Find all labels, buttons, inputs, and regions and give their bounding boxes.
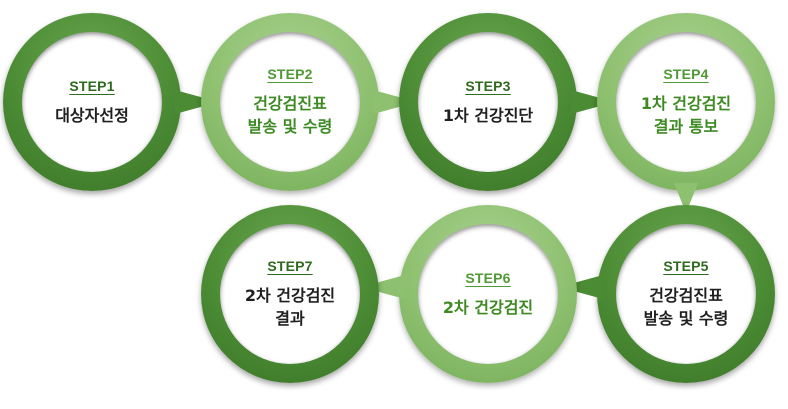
step-2-circle: STEP2 건강검진표 발송 및 수령 — [201, 13, 417, 191]
step-label: STEP3 — [465, 77, 511, 94]
step-text: 2차 건강검진 결과 — [244, 286, 336, 328]
step-4-circle: STEP4 1차 건강검진 결과 통보 — [597, 13, 775, 213]
step-label: STEP6 — [465, 269, 511, 286]
step-7-content: STEP7 2차 건강검진 결과 — [220, 224, 360, 364]
step-5-content: STEP5 건강검진표 발송 및 수령 — [616, 224, 756, 364]
step-label: STEP2 — [267, 66, 313, 82]
step-text: 건강검진표 발송 및 수령 — [643, 286, 729, 328]
step-text: 1차 건강검진 결과 통보 — [640, 94, 732, 136]
step-label: STEP7 — [267, 258, 313, 274]
step-6-content: STEP6 2차 건강검진 — [418, 224, 558, 364]
step-6-circle: STEP6 2차 건강검진 — [361, 205, 577, 383]
step-label: STEP4 — [663, 66, 709, 82]
step-3-circle: STEP3 1차 건강진단 — [399, 13, 615, 191]
step-label: STEP1 — [69, 77, 115, 94]
step-1-content: STEP1 대상자선정 — [22, 32, 162, 172]
step-5-circle: STEP5 건강검진표 발송 및 수령 — [559, 205, 775, 383]
step-7-circle: STEP7 2차 건강검진 결과 — [201, 205, 379, 383]
step-label: STEP5 — [663, 258, 709, 274]
step-text: 대상자선정 — [55, 105, 129, 125]
step-3-content: STEP3 1차 건강진단 — [418, 32, 558, 172]
step-2-content: STEP2 건강검진표 발송 및 수령 — [220, 32, 360, 172]
step-4-content: STEP4 1차 건강검진 결과 통보 — [616, 32, 756, 172]
step-text: 2차 건강검진 — [442, 297, 534, 317]
step-text: 건강검진표 발송 및 수령 — [247, 94, 333, 136]
step-1-circle: STEP1 대상자선정 — [3, 13, 219, 191]
step-text: 1차 건강진단 — [442, 105, 534, 125]
